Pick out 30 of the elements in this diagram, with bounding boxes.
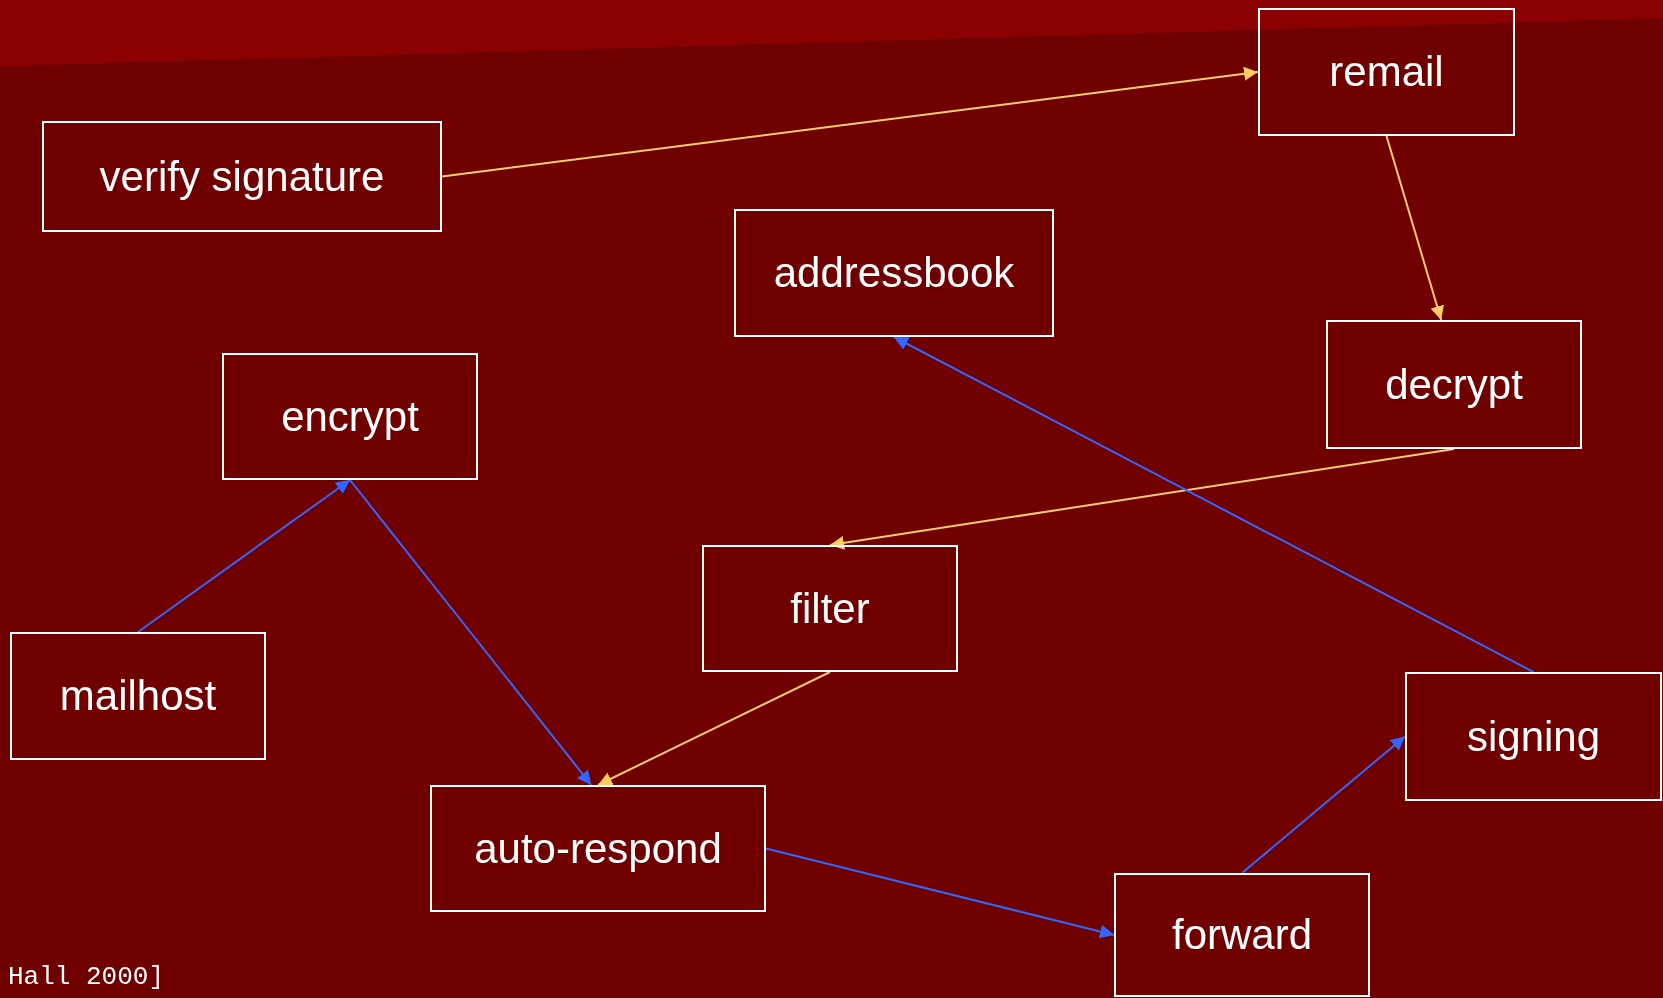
- node-label: addressbook: [773, 249, 1015, 297]
- process-box: [222, 353, 478, 480]
- arrow: [349, 479, 593, 786]
- process-box: [1405, 672, 1662, 801]
- node-label: forward: [1171, 911, 1313, 959]
- arrow: [1241, 735, 1406, 874]
- process-box: [1258, 8, 1515, 136]
- process-box: [734, 209, 1054, 337]
- node-label: filter: [790, 584, 870, 633]
- arrow: [829, 448, 1455, 550]
- node-label: remail: [1329, 48, 1444, 96]
- arrow: [1385, 135, 1444, 321]
- node-label: auto-respond: [474, 824, 722, 873]
- process-box: [430, 785, 766, 912]
- process-box: [1326, 320, 1582, 449]
- process-box: [702, 545, 958, 672]
- node-label: mailhost: [59, 672, 217, 720]
- process-box: [10, 632, 266, 760]
- node-label: encrypt: [281, 392, 419, 441]
- node-label: decrypt: [1385, 360, 1523, 409]
- process-box: [1114, 873, 1370, 997]
- arrow: [441, 66, 1259, 178]
- process-box: [42, 121, 442, 232]
- node-label: signing: [1466, 712, 1601, 761]
- arrow: [765, 847, 1115, 939]
- arrow: [597, 671, 831, 786]
- citation-text: Hall 2000]: [8, 962, 165, 992]
- node-label: verify signature: [99, 152, 385, 201]
- arrow: [893, 336, 1535, 673]
- arrow: [137, 479, 351, 633]
